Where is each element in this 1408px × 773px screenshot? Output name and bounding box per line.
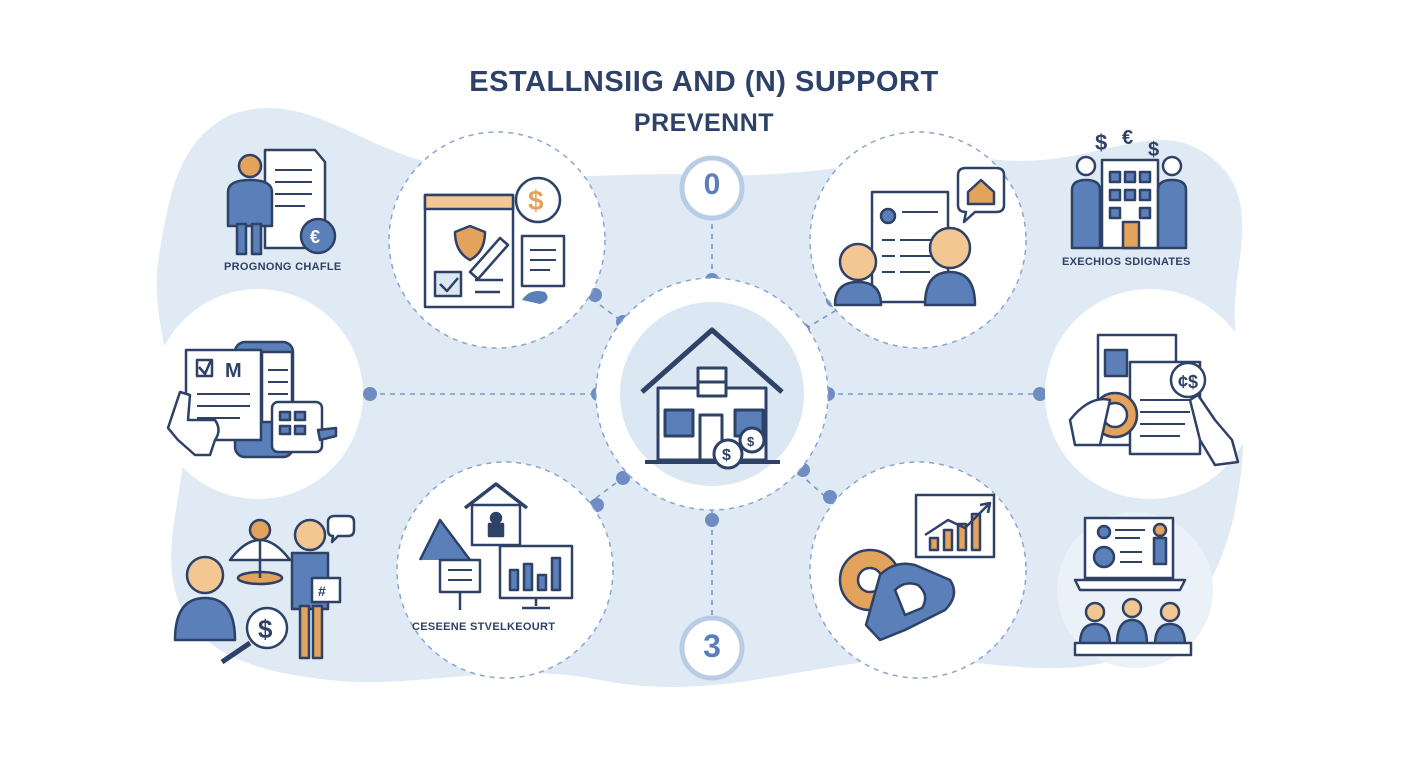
house-with-dollar-gears-icon: $ $	[640, 327, 784, 470]
people-with-magnifier-dollar-icon: # $	[173, 514, 356, 665]
svg-text:$: $	[258, 614, 273, 644]
svg-text:$: $	[528, 185, 544, 216]
hand-holding-documents-icon: M	[166, 340, 338, 459]
svg-text:$: $	[1148, 139, 1159, 161]
checklist-shield-document-icon: $	[423, 176, 566, 309]
house-and-monitor-chart-icon	[418, 482, 574, 610]
page-subtitle: PREVENNT	[633, 109, 775, 137]
label-top-right: EXECHIOS SDIGNATES	[1062, 256, 1191, 268]
badge-top-number: 0	[703, 168, 721, 201]
svg-text:M: M	[225, 360, 242, 382]
svg-text:€: €	[1122, 127, 1133, 149]
laptop-presentation-group-icon	[1073, 516, 1193, 657]
svg-text:¢$: ¢$	[1178, 372, 1198, 392]
svg-text:#: #	[318, 583, 326, 599]
badge-top-ring	[679, 155, 745, 221]
people-with-form-icon	[833, 166, 1006, 307]
badge-bottom-number: 3	[703, 628, 721, 664]
label-top-left: PROGNONG CHAFLE	[224, 261, 342, 273]
svg-text:$: $	[1095, 130, 1107, 155]
id-document-with-hand-icon: ¢$	[1068, 333, 1240, 467]
gear-with-growth-chart-icon	[838, 493, 996, 642]
businessman-with-document-icon: €	[226, 148, 337, 256]
badge-bottom-ring	[679, 615, 745, 681]
svg-text:$: $	[722, 447, 731, 464]
page-title: ESTALLNSIIG AND (N) SUPPORT	[469, 66, 939, 98]
svg-text:€: €	[310, 227, 320, 247]
svg-text:$: $	[747, 434, 755, 449]
label-bottom-center-left: CESEENE STVELKEOURT	[412, 621, 556, 633]
office-building-with-people-icon: $ € $	[1070, 127, 1188, 250]
